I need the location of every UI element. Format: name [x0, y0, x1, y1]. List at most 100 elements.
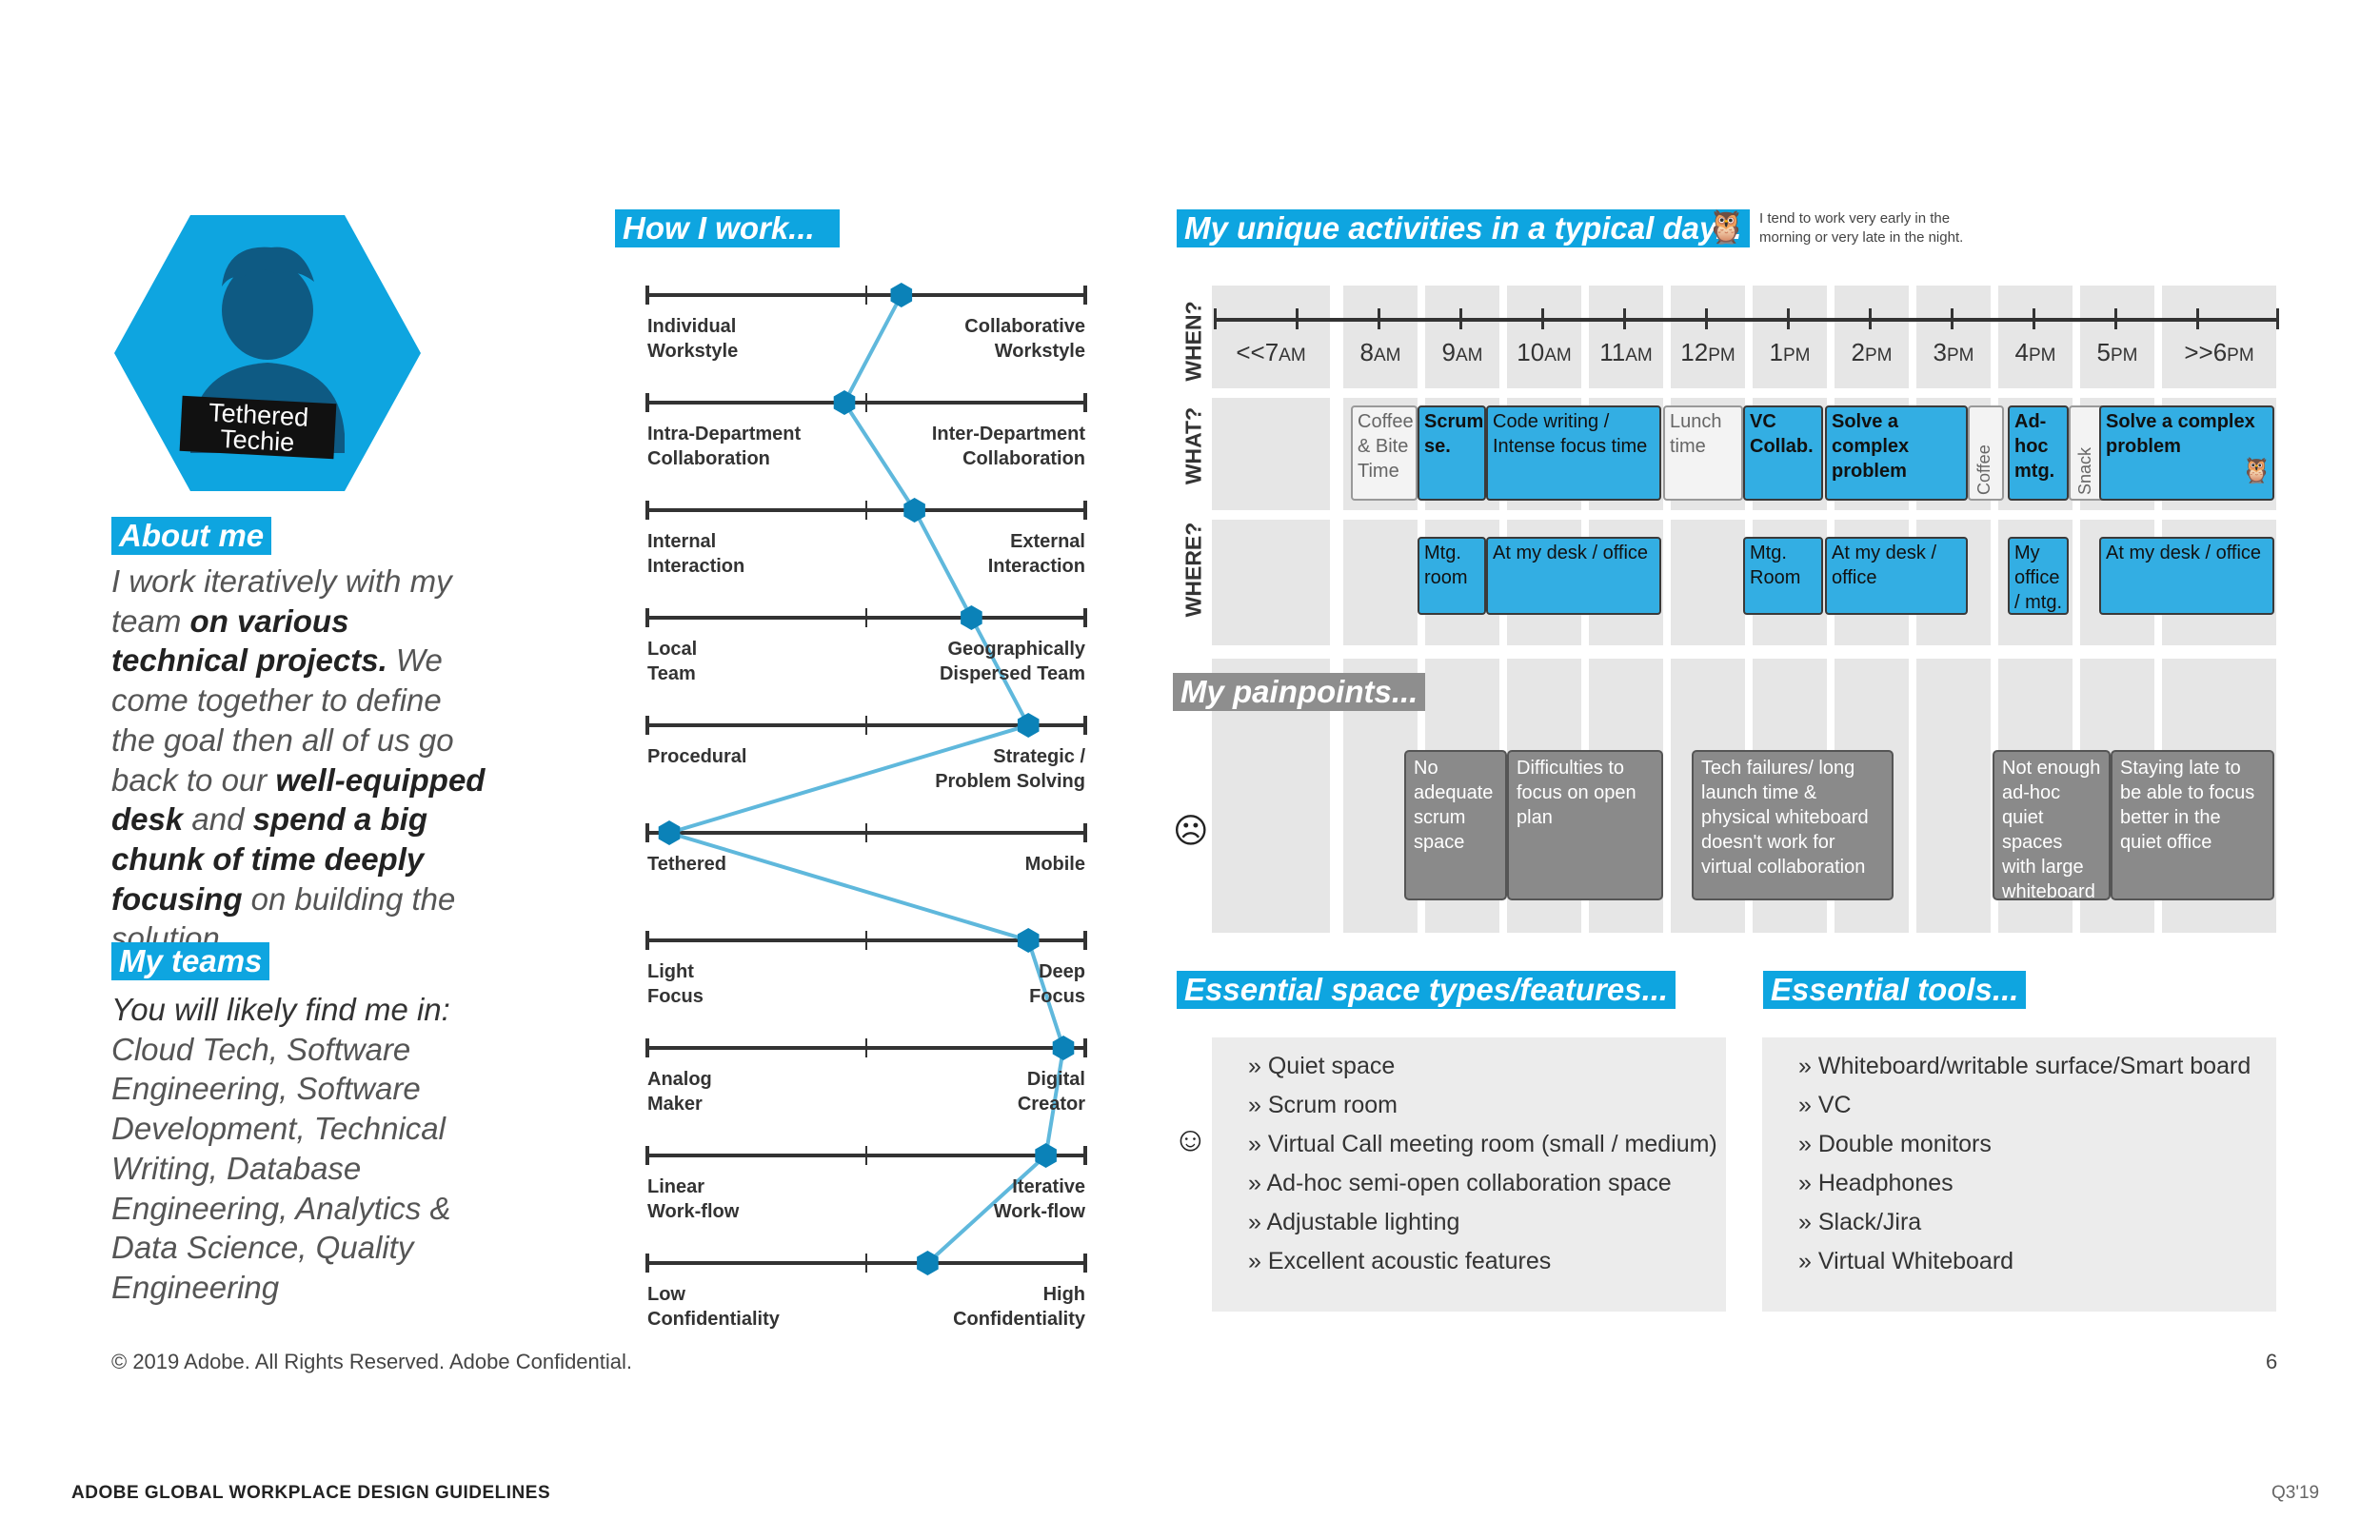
when-cell — [1835, 286, 1909, 388]
painpoint-card: Tech failures/ long launch time & physic… — [1692, 750, 1894, 900]
happy-face-icon: ☺ — [1173, 1119, 1208, 1158]
timeline-tick — [1623, 308, 1626, 329]
spaces-box: » Quiet space » Scrum room » Virtual Call … — [1212, 1037, 1726, 1312]
painpoint-card: Difficulties to focus on open plan — [1507, 750, 1663, 900]
profile-line — [663, 294, 1066, 1265]
about-heading: About me — [111, 517, 272, 555]
time-number: <<7 — [1236, 338, 1279, 366]
about-segment: spend a big chunk of time deeply focusin… — [111, 801, 427, 917]
timeline-tick — [1459, 308, 1462, 329]
slider-right-label: Strategic /Problem Solving — [935, 746, 1085, 792]
owl-icon: 🦉 — [2241, 456, 2272, 484]
time-label: 2PM — [1834, 338, 1910, 367]
timeline-tick — [2276, 308, 2279, 329]
teams-text: You will likely find me in: Cloud Tech, … — [111, 990, 492, 1308]
about-segment: I work iteratively with my team — [111, 563, 452, 639]
teams-lead: You will likely find me in: — [111, 992, 450, 1027]
timeline-tick — [1869, 308, 1872, 329]
about-segment: on various technical projects. — [111, 602, 387, 679]
row-label-what: WHAT? — [1180, 406, 1206, 485]
time-number: 9 — [1441, 338, 1456, 366]
spaces-item: » Scrum room — [1248, 1092, 1398, 1118]
time-number: 4 — [2014, 338, 2029, 366]
time-number: 1 — [1769, 338, 1783, 366]
time-number: 11 — [1599, 338, 1626, 366]
spaces-item: » Adjustable lighting — [1248, 1209, 1460, 1235]
when-cell — [2162, 286, 2276, 388]
time-period: PM — [1946, 346, 1974, 365]
slider-marker — [890, 283, 913, 307]
timeline-tick — [1378, 308, 1380, 329]
day-heading: My unique activities in a typical day... — [1177, 209, 1750, 247]
time-label: 8AM — [1342, 338, 1418, 367]
time-label: 3PM — [1915, 338, 1992, 367]
activity-block: Lunch time — [1663, 405, 1743, 501]
time-period: AM — [1625, 346, 1653, 365]
time-period: PM — [2110, 346, 2138, 365]
tools-item: » Whiteboard/writable surface/Smart boar… — [1798, 1053, 2251, 1079]
tools-item: » Slack/Jira — [1798, 1209, 1922, 1235]
time-period: PM — [1782, 346, 1811, 365]
slider-right-label: Mobile — [1024, 854, 1085, 875]
pain-heading: My painpoints... — [1173, 673, 1426, 711]
owl-icon: 🦉 — [1706, 209, 1747, 246]
when-cell — [1507, 286, 1581, 388]
time-label: 9AM — [1424, 338, 1500, 367]
tools-heading: Essential tools... — [1763, 971, 2027, 1009]
location-block: Mtg. room — [1418, 537, 1486, 615]
slider-marker — [658, 820, 681, 845]
tools-box: » Whiteboard/writable surface/Smart boar… — [1762, 1037, 2276, 1312]
row-label-when: WHEN? — [1180, 301, 1206, 382]
tools-item: » Headphones — [1798, 1170, 1954, 1196]
when-cell — [1671, 286, 1745, 388]
time-number: 5 — [2096, 338, 2111, 366]
location-block: At my desk / office — [1486, 537, 1661, 615]
copyright: © 2019 Adobe. All Rights Reserved. Adobe… — [111, 1350, 633, 1373]
tools-item: » VC — [1798, 1092, 1852, 1118]
time-label: 12PM — [1670, 338, 1746, 367]
timeline-tick — [1951, 308, 1954, 329]
slider-left-label: Tethered — [647, 854, 726, 875]
persona-name-badge: Tethered Techie — [179, 395, 337, 460]
spaces-list: » Quiet space » Scrum room » Virtual Call … — [1212, 1037, 1726, 1281]
about-text: I work iteratively with my team on vario… — [111, 562, 492, 958]
tools-item: » Virtual Whiteboard — [1798, 1248, 2014, 1274]
timeline-tick — [1296, 308, 1299, 329]
activity-block: Ad-hoc mtg. — [2008, 405, 2069, 501]
painpoint-card: No adequate scrum space — [1404, 750, 1507, 900]
tools-list: » Whiteboard/writable surface/Smart boar… — [1762, 1037, 2276, 1281]
slider-marker — [1052, 1036, 1075, 1060]
time-number: 2 — [1851, 338, 1865, 366]
spaces-item: » Virtual Call meeting room (small / med… — [1248, 1131, 1717, 1157]
painpoint-card: Not enough ad-hoc quiet spaces with larg… — [1993, 750, 2111, 902]
activity-block: Solve a complex problem — [1825, 405, 1968, 501]
time-number: 12 — [1680, 338, 1709, 366]
when-cell — [1916, 286, 1991, 388]
location-block: At my desk / office — [1825, 537, 1968, 615]
timeline-tick — [2033, 308, 2035, 329]
activity-block: Coffee & Bite Time — [1351, 405, 1418, 501]
spaces-item: » Quiet space — [1248, 1053, 1396, 1079]
slider-marker — [903, 498, 925, 523]
teams-heading: My teams — [111, 942, 270, 980]
time-label: 10AM — [1506, 338, 1582, 367]
time-label: <<7AM — [1233, 338, 1309, 367]
day-note: I tend to work very early in the morning… — [1759, 210, 1964, 246]
timeline-tick — [1541, 308, 1544, 329]
timeline-tick — [2114, 308, 2117, 329]
about-segment: well-equipped desk — [111, 761, 486, 838]
